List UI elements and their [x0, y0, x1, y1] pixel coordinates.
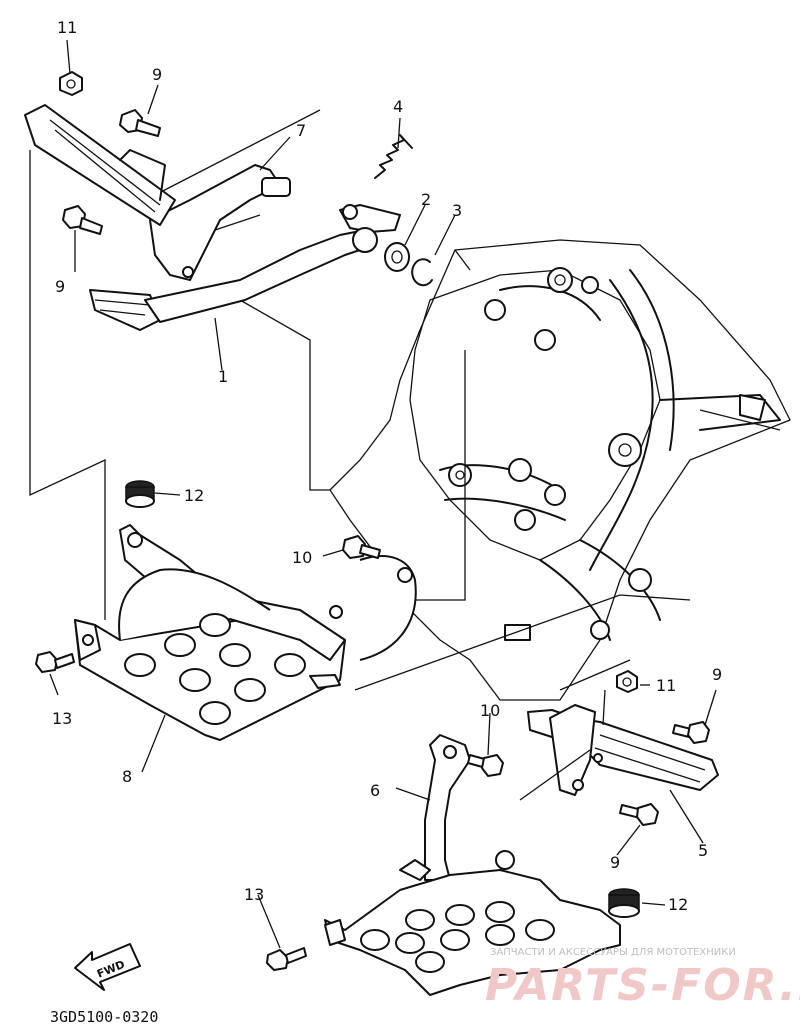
grommet-upper — [125, 480, 155, 508]
callout-13-left: 13 — [52, 709, 72, 728]
callout-7: 7 — [296, 121, 306, 140]
callout-13-lower: 13 — [244, 885, 264, 904]
right-footrest-peg — [527, 704, 719, 796]
bolt-9-left — [62, 205, 103, 235]
right-footrest-plate — [324, 850, 621, 996]
circlip — [411, 258, 433, 287]
bolt-10-lower — [467, 754, 504, 777]
callout-9-right-upper: 9 — [712, 665, 722, 684]
grommet-lower — [608, 888, 640, 918]
callout-5: 5 — [698, 841, 708, 860]
bolt-13-left — [35, 651, 75, 673]
bolt-9-right-upper — [672, 721, 710, 744]
callout-12-upper: 12 — [184, 486, 204, 505]
callout-12-lower: 12 — [668, 895, 688, 914]
left-footrest-peg — [24, 104, 176, 226]
left-footrest-bracket — [149, 164, 291, 281]
callout-4: 4 — [393, 97, 403, 116]
diagram-code: 3GD5100-0320 — [50, 1008, 158, 1026]
callout-10-upper: 10 — [292, 548, 312, 567]
callout-3: 3 — [452, 201, 462, 220]
callout-6: 6 — [370, 781, 380, 800]
bolt-9-right-lower — [619, 803, 659, 826]
callout-11-right: 11 — [656, 676, 676, 695]
callout-10-lower: 10 — [480, 701, 500, 720]
callout-labels: 11 9 4 7 2 3 9 1 12 10 13 8 10 6 11 9 5 … — [52, 18, 722, 914]
callout-1: 1 — [218, 367, 228, 386]
bolt-13-lower — [266, 947, 307, 971]
left-footrest-plate — [74, 524, 417, 741]
callout-2: 2 — [421, 190, 431, 209]
nut-right — [616, 670, 638, 693]
callout-9-right-lower: 9 — [610, 853, 620, 872]
callout-8: 8 — [122, 767, 132, 786]
return-spring — [374, 134, 413, 179]
callout-9-top: 9 — [152, 65, 162, 84]
boundary-lines — [29, 109, 781, 691]
forward-arrow: FWD — [74, 943, 141, 991]
right-footrest-stay — [424, 734, 471, 881]
bolt-10-upper — [342, 535, 381, 559]
watermark: ЗАПЧАСТИ И АКСЕССУАРЫ ДЛЯ МОТОТЕХНИКИ PA… — [485, 947, 800, 1011]
bolt-9-top — [119, 109, 161, 137]
watermark-big-text: PARTS-FOR.RU — [485, 960, 800, 1011]
frame-outline — [329, 239, 791, 701]
callout-11-top: 11 — [57, 18, 77, 37]
callout-9-left: 9 — [55, 277, 65, 296]
brake-pedal[interactable] — [89, 204, 401, 331]
leader-lines — [49, 39, 717, 949]
nut-top-left — [59, 71, 83, 96]
watermark-small-text: ЗАПЧАСТИ И АКСЕССУАРЫ ДЛЯ МОТОТЕХНИКИ — [490, 947, 736, 958]
washer — [384, 242, 410, 272]
